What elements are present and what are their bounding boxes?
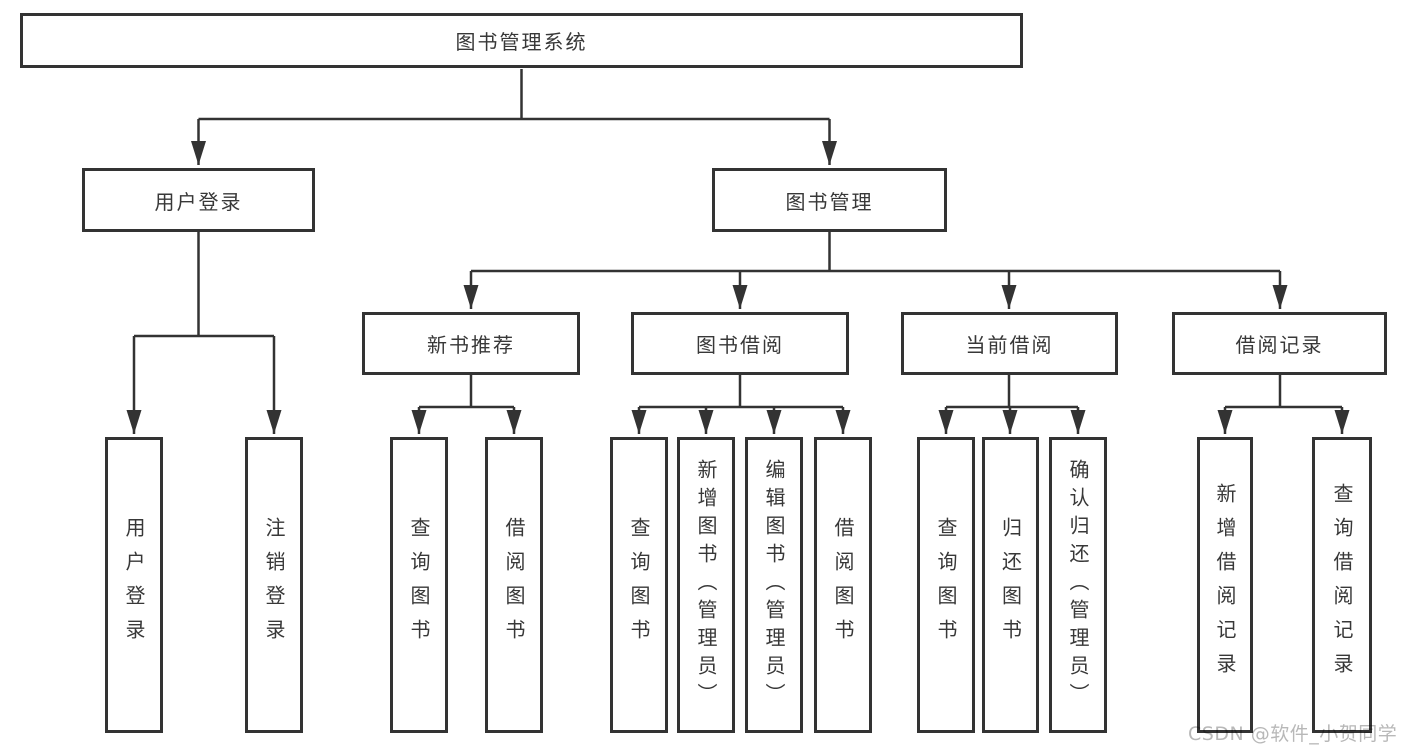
leaf-bb-borrow-books: 借阅图书: [814, 437, 872, 733]
node-current-borrowing: 当前借阅: [901, 312, 1118, 375]
node-user-login: 用户登录: [82, 168, 315, 232]
leaf-nbr-query-books: 查询图书: [390, 437, 448, 733]
node-borrowing-records: 借阅记录: [1172, 312, 1387, 375]
leaf-br-query-record: 查询借阅记录: [1312, 437, 1372, 733]
leaf-cb-return-books: 归还图书: [982, 437, 1039, 733]
node-new-book-recommend: 新书推荐: [362, 312, 580, 375]
node-book-borrowing: 图书借阅: [631, 312, 849, 375]
csdn-watermark: CSDN @软件_小贺同学: [1188, 723, 1398, 745]
leaf-logout: 注销登录: [245, 437, 303, 733]
node-book-management: 图书管理: [712, 168, 947, 232]
node-root: 图书管理系统: [20, 13, 1023, 68]
leaf-cb-query-books: 查询图书: [917, 437, 975, 733]
leaf-bb-add-book-admin: 新增图书（管理员）: [677, 437, 735, 733]
leaf-br-add-record: 新增借阅记录: [1197, 437, 1253, 733]
leaf-user-login: 用户登录: [105, 437, 163, 733]
leaf-bb-edit-book-admin: 编辑图书（管理员）: [745, 437, 803, 733]
leaf-bb-query-books: 查询图书: [610, 437, 668, 733]
leaf-cb-confirm-return-admin: 确认归还（管理员）: [1049, 437, 1107, 733]
leaf-nbr-borrow-books: 借阅图书: [485, 437, 543, 733]
